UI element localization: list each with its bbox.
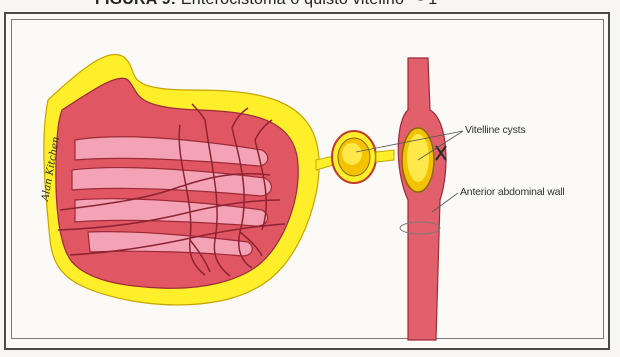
anterior-abdominal-wall-label: Anterior abdominal wall bbox=[460, 186, 565, 198]
vitelline-cysts-label: Vitelline cysts bbox=[465, 124, 525, 136]
vitelline-duct-2 bbox=[376, 150, 394, 162]
abdominal-wall-column bbox=[398, 58, 446, 340]
